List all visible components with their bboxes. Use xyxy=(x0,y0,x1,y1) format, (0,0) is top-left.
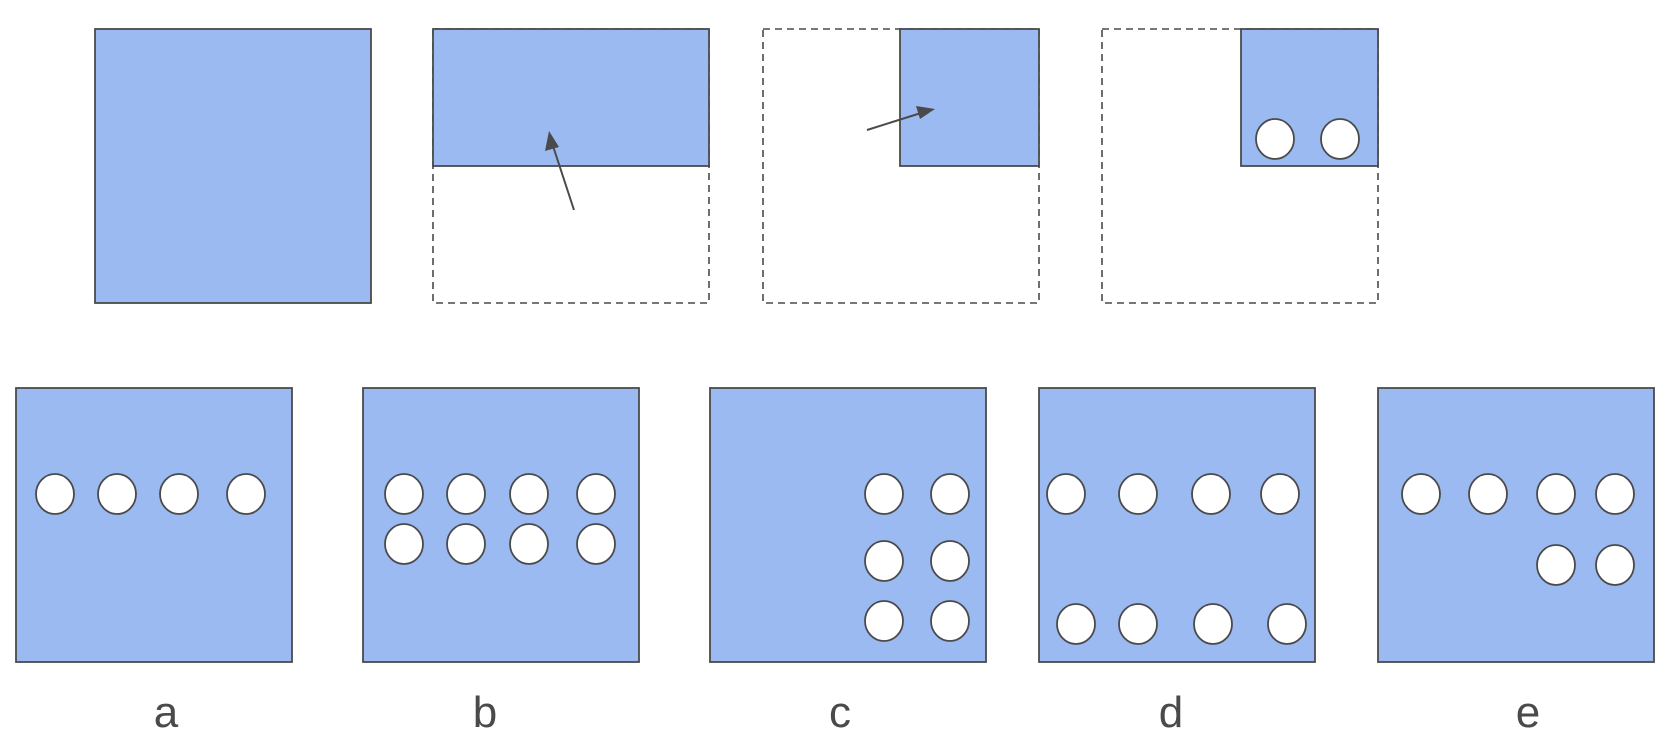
hole xyxy=(1536,544,1576,586)
fold-arrow-up-line xyxy=(551,142,575,211)
hole xyxy=(576,473,616,515)
hole xyxy=(509,523,549,565)
hole xyxy=(1056,603,1096,645)
hole xyxy=(930,473,970,515)
hole xyxy=(1260,473,1300,515)
hole xyxy=(1118,473,1158,515)
fold-step-1 xyxy=(432,28,710,304)
hole xyxy=(1267,603,1307,645)
fold-step-3 xyxy=(1101,28,1379,304)
folded-paper xyxy=(899,28,1040,167)
hole xyxy=(864,600,904,642)
hole xyxy=(384,523,424,565)
hole xyxy=(864,540,904,582)
option-paper xyxy=(1377,387,1655,663)
punched-hole xyxy=(1320,118,1360,160)
fold-arrow-right-line xyxy=(866,112,922,131)
hole xyxy=(930,600,970,642)
folded-paper xyxy=(432,28,710,167)
fold-arrow-up-icon xyxy=(545,131,559,151)
hole xyxy=(509,473,549,515)
fold-arrow-right-icon xyxy=(916,106,935,119)
hole xyxy=(576,523,616,565)
hole xyxy=(1191,473,1231,515)
hole xyxy=(864,473,904,515)
hole xyxy=(1401,473,1441,515)
option-e[interactable]: e xyxy=(1377,387,1655,737)
fold-step-2 xyxy=(762,28,1040,304)
option-label: e xyxy=(1516,688,1540,737)
option-label: c xyxy=(829,688,851,737)
hole xyxy=(384,473,424,515)
hole xyxy=(930,540,970,582)
hole xyxy=(1118,603,1158,645)
hole xyxy=(1595,473,1635,515)
option-b[interactable]: b xyxy=(362,387,640,737)
hole xyxy=(1536,473,1576,515)
fold-sequence xyxy=(94,28,1379,304)
hole xyxy=(1193,603,1233,645)
unfolded-paper xyxy=(94,28,372,304)
hole xyxy=(226,473,266,515)
option-paper xyxy=(15,387,293,663)
option-a[interactable]: a xyxy=(15,387,293,737)
hole xyxy=(159,473,199,515)
hole xyxy=(446,473,486,515)
hole xyxy=(1046,473,1086,515)
hole xyxy=(97,473,137,515)
option-label: d xyxy=(1159,688,1183,737)
option-d[interactable]: d xyxy=(1038,387,1316,737)
hole xyxy=(35,473,75,515)
option-label: a xyxy=(154,688,179,737)
option-label: b xyxy=(473,688,497,737)
punched-hole xyxy=(1255,118,1295,160)
answer-options: a b c xyxy=(15,387,1655,737)
hole xyxy=(1468,473,1508,515)
hole xyxy=(446,523,486,565)
hole xyxy=(1595,544,1635,586)
option-c[interactable]: c xyxy=(709,387,987,737)
